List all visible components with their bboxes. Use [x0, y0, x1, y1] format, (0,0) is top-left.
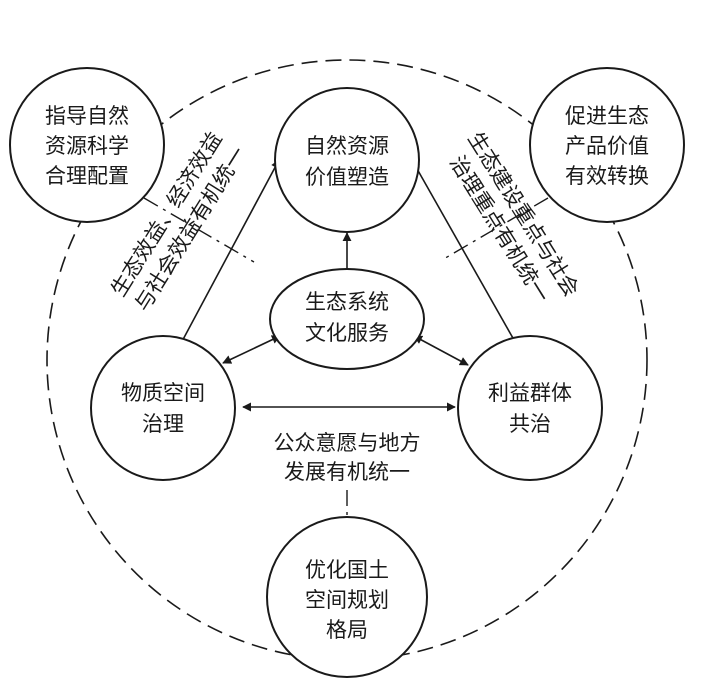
- edge-label-left-right-line-2: 发展有机统一: [284, 460, 410, 484]
- edge-label-left-right-line-1: 公众意愿与地方: [274, 431, 421, 455]
- node-right-line-2: 共治: [509, 412, 551, 436]
- node-left-line-2: 治理: [142, 412, 184, 436]
- node-outer-top-right-line-1: 促进生态: [565, 104, 649, 128]
- node-left-line-1: 物质空间: [121, 381, 205, 405]
- node-top-line-1: 自然资源: [305, 134, 389, 158]
- node-top: 自然资源 价值塑造: [274, 87, 420, 233]
- arrow-top-right: [411, 159, 519, 348]
- arrow-top-left: [178, 159, 280, 348]
- node-outer-top-right-line-2: 产品价值: [565, 134, 649, 158]
- node-outer-top-right-line-3: 有效转换: [565, 164, 649, 188]
- node-left: 物质空间 治理: [90, 335, 236, 481]
- node-outer-bottom: 优化国土 空间规划 格局: [266, 516, 428, 678]
- node-center: 生态系统 文化服务: [269, 268, 425, 370]
- node-outer-top-left: 指导自然 资源科学 合理配置: [9, 67, 165, 223]
- node-outer-bottom-line-1: 优化国土: [305, 558, 389, 582]
- node-outer-top-left-line-3: 合理配置: [45, 164, 129, 188]
- arrow-center-right: [413, 335, 469, 366]
- node-outer-top-left-line-1: 指导自然: [45, 104, 129, 128]
- node-center-line-1: 生态系统: [305, 290, 389, 314]
- node-outer-top-left-line-2: 资源科学: [45, 134, 129, 158]
- node-outer-bottom-line-3: 格局: [326, 618, 368, 642]
- node-right-line-1: 利益群体: [488, 381, 572, 405]
- node-outer-bottom-line-2: 空间规划: [305, 588, 389, 612]
- arrow-center-left: [222, 335, 281, 364]
- node-right: 利益群体 共治: [457, 335, 603, 481]
- node-center-line-2: 文化服务: [305, 321, 389, 345]
- node-outer-top-right: 促进生态 产品价值 有效转换: [529, 67, 685, 223]
- edge-label-left-right: 公众意愿与地方 发展有机统一: [262, 430, 432, 488]
- node-top-line-2: 价值塑造: [305, 165, 389, 189]
